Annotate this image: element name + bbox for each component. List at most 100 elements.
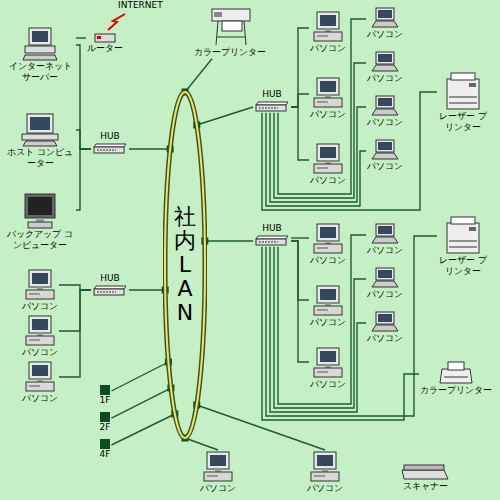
laptop-pc: パソコン xyxy=(366,138,404,173)
desktop-pc-part xyxy=(320,351,336,362)
desktop-pc-part xyxy=(210,455,226,466)
laptop-pc-part xyxy=(378,98,392,106)
laptop-pc-part xyxy=(372,109,398,115)
laser-printer-part xyxy=(451,73,475,80)
laptop-pc-part xyxy=(376,52,394,64)
network-cable xyxy=(262,92,437,210)
desktop-pc-part xyxy=(314,476,325,477)
desktop-pc-icon xyxy=(312,223,344,255)
color-plotter-part xyxy=(212,9,250,21)
device-label: パソコン xyxy=(22,301,58,312)
desktop-pc-part xyxy=(29,386,40,387)
server: インターネット サーバー xyxy=(4,26,76,84)
desktop-pc: パソコン xyxy=(309,142,347,187)
desktop-pc-part xyxy=(317,455,333,466)
network-cable xyxy=(270,107,366,202)
device-label: カラープリンター xyxy=(420,385,492,396)
network-cable xyxy=(205,240,253,241)
network-cable xyxy=(129,148,170,149)
desktop-pc-part xyxy=(32,319,48,330)
desktop-pc-icon xyxy=(312,285,344,317)
network-cable xyxy=(278,19,366,194)
network-cable xyxy=(291,237,309,238)
network-cable xyxy=(262,247,419,420)
network-cable xyxy=(197,107,253,125)
hub-part xyxy=(97,291,116,292)
floor-link-icon xyxy=(100,439,110,449)
desktop-pc-icon xyxy=(312,77,344,109)
hub: HUB xyxy=(253,88,291,113)
network-cable xyxy=(266,113,366,206)
desktop-pc-part xyxy=(317,102,328,103)
laptop-pc-part xyxy=(372,237,398,243)
device-label: パソコン xyxy=(307,483,343,494)
hub-part xyxy=(94,147,124,153)
color-plotter-icon xyxy=(208,7,252,47)
desktop-pc-part xyxy=(317,348,339,365)
laser-printer-part xyxy=(449,103,477,104)
router-part xyxy=(95,34,115,42)
device-label: パソコン xyxy=(22,393,58,404)
color-printer-part xyxy=(444,377,468,378)
desktop-pc-icon xyxy=(202,451,234,483)
device-label: バックアップ コンピューター xyxy=(5,229,75,251)
laptop-pc-part xyxy=(372,281,398,287)
device-label: カラープリンター xyxy=(194,47,266,58)
network-cable xyxy=(197,405,325,450)
desktop-pc-part xyxy=(207,476,218,477)
laptop-pc-part xyxy=(376,140,394,152)
hub: HUB xyxy=(91,130,129,155)
laptop-pc-part xyxy=(378,226,392,234)
desktop-pc: パソコン xyxy=(21,314,59,359)
laser-printer-part xyxy=(447,79,479,109)
network-cable xyxy=(76,149,91,210)
laser-printer: レーザー プリンター xyxy=(437,214,489,278)
desktop-pc-part xyxy=(26,290,54,299)
color-plotter-part xyxy=(214,12,222,17)
desktop-pc-icon xyxy=(309,451,341,483)
device-label: レーザー プリンター xyxy=(438,255,488,277)
laptop-pc-part xyxy=(372,153,398,159)
desktop-pc-part xyxy=(320,289,336,300)
desktop-pc-part xyxy=(204,472,232,481)
lan-ring-line xyxy=(165,92,205,438)
hub-icon xyxy=(92,284,128,296)
color-plotter-part xyxy=(222,21,242,31)
desktop-pc-part xyxy=(314,98,342,107)
laser-printer-part xyxy=(469,83,476,87)
network-cable xyxy=(111,414,174,445)
laptop-pc-part xyxy=(378,10,392,18)
hub-part xyxy=(259,107,278,108)
laser-printer-icon xyxy=(443,215,483,255)
network-cable xyxy=(185,438,218,450)
host-computer-part xyxy=(30,117,50,130)
desktop-pc-part xyxy=(317,12,339,29)
desktop-pc: パソコン xyxy=(309,346,347,391)
hub-icon xyxy=(254,100,290,112)
network-cable xyxy=(274,247,366,408)
network-cable xyxy=(111,362,168,391)
host-computer-icon xyxy=(20,113,60,147)
host-computer-part xyxy=(22,134,58,140)
desktop-pc-part xyxy=(314,452,336,469)
laptop-pc-part xyxy=(376,96,394,108)
device-label: パソコン xyxy=(310,317,346,328)
desktop-pc-part xyxy=(29,316,51,333)
device-label: パソコン xyxy=(367,245,403,256)
laptop-pc: パソコン xyxy=(366,6,404,41)
desktop-pc-part xyxy=(317,248,328,249)
floor-link-part xyxy=(100,385,110,395)
network-cable xyxy=(76,45,91,149)
backup-computer-part xyxy=(25,194,55,218)
hub-icon xyxy=(254,234,290,246)
floor-link: 1F xyxy=(99,384,112,407)
device-label: 4F xyxy=(100,449,111,460)
laser-printer-part xyxy=(469,227,476,231)
desktop-pc-icon xyxy=(312,143,344,175)
desktop-pc-part xyxy=(317,286,339,303)
desktop-pc: パソコン xyxy=(309,10,347,55)
device-label: スキャナー xyxy=(403,481,448,492)
hub-part xyxy=(256,239,286,245)
desktop-pc: パソコン xyxy=(199,450,237,495)
